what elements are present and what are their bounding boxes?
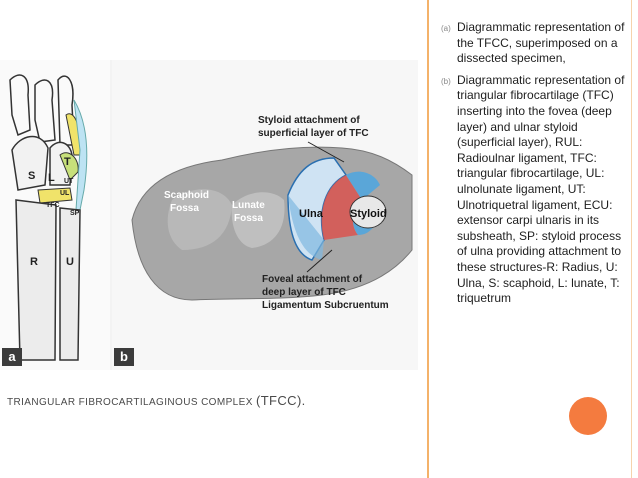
letter-u: U [66,256,74,268]
tfcc-figure: S L T UT UL TFC SP R U a Styloid attachm… [0,60,418,370]
letter-l: L [48,172,55,184]
label-styloid-attachment-line1: Styloid attachment of [258,115,360,126]
letter-tfc: TFC [46,202,60,209]
label-scaphoid-line1: Scaphoid [164,190,210,201]
label-ulna: Ulna [299,208,323,220]
tfc-specimen-drawing [131,141,413,301]
label-lunate-line2: Fossa [234,213,263,224]
label-foveal-line3: Ligamentum Subcruentum [262,300,389,311]
letter-ut: UT [64,178,74,185]
label-scaphoid-line2: Fossa [170,203,199,214]
letter-s: S [28,170,36,182]
right-edge-line [631,0,632,478]
panel-b-tag: b [114,348,134,366]
decorative-orange-circle [569,397,607,435]
legend-item-b: (b) Diagrammatic representation of trian… [441,73,626,307]
legend-marker-a: (a) [441,24,451,33]
letter-t: T [64,156,71,168]
label-foveal-line1: Foveal attachment of [262,274,363,285]
legend-text-b: Diagrammatic representation of triangula… [457,72,625,306]
letter-ul: UL [60,190,70,197]
figure-caption: TRIANGULAR FIBROCARTILAGINOUS COMPLEX (T… [7,393,306,408]
accent-divider [427,0,429,478]
caption-text: TRIANGULAR FIBROCARTILAGINOUS COMPLEX [7,397,253,408]
label-styloid-attachment-line2: superficial layer of TFC [258,128,369,139]
panel-a-tag: a [2,348,22,366]
panel-b-specimen: Styloid attachment of superficial layer … [112,60,418,370]
legend-text-a: Diagrammatic representation of the TFCC,… [457,20,625,66]
panel-a-wrist-drawing: S L T UT UL TFC SP R U a [0,60,110,370]
legend-item-a: (a) Diagrammatic representation of the T… [441,20,626,67]
label-foveal-line2: deep layer of TFC [262,287,346,298]
label-styloid: Styloid [350,208,387,220]
label-lunate-line1: Lunate [232,200,265,211]
legend-marker-b: (b) [441,76,451,86]
letter-sp: SP [70,210,80,217]
letter-r: R [30,256,38,268]
legend-list: (a) Diagrammatic representation of the T… [441,20,626,313]
caption-abbr: (TFCC). [255,393,306,408]
wrist-sketch [9,74,88,361]
